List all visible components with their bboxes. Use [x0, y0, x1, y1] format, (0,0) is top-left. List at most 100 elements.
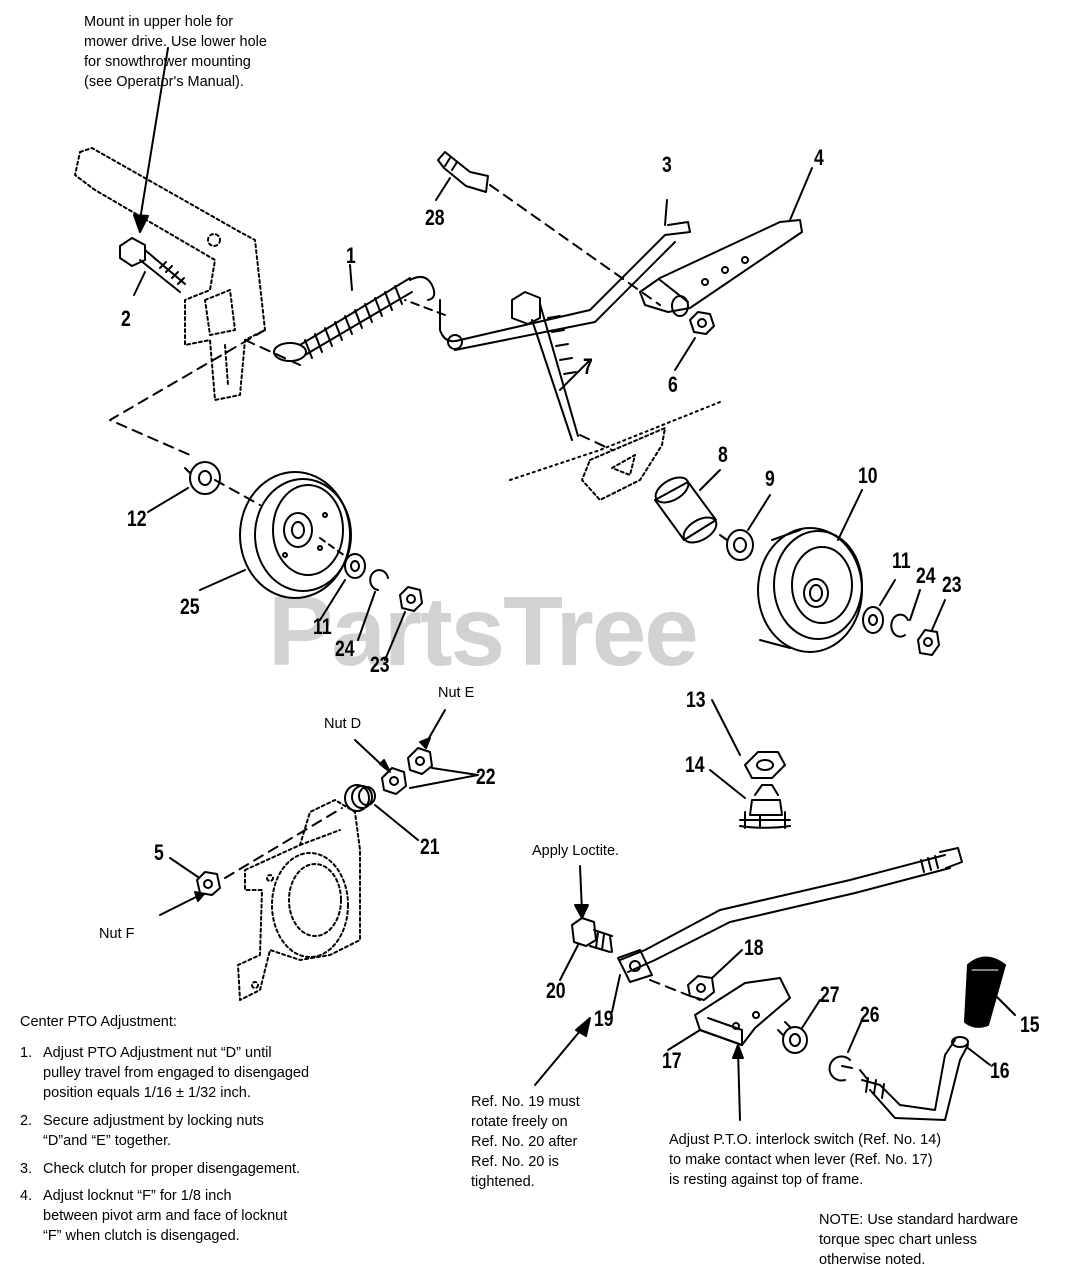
nut-d: [381, 767, 407, 795]
adjustment-step-3: 3. Check clutch for proper disengagement…: [20, 1159, 380, 1179]
leader-8: [699, 469, 721, 491]
part-number-18: 18: [744, 935, 764, 960]
part-number-8: 8: [718, 442, 728, 467]
leader-10: [837, 489, 863, 541]
part-number-12: 12: [127, 506, 147, 531]
step-number: 1.: [20, 1045, 33, 1061]
part-number-6: 6: [668, 372, 678, 397]
bushing-27: [777, 1021, 808, 1054]
leader-3: [664, 199, 668, 226]
leader-1: [349, 264, 353, 291]
part-number-25: 25: [180, 594, 200, 619]
rod-19: [617, 847, 963, 983]
nut-f-label: Nut F: [99, 926, 135, 942]
nut-23-left: [399, 586, 423, 612]
rod-3: [439, 221, 691, 351]
knob-15: [964, 956, 1006, 1028]
nut-13: [744, 751, 786, 779]
mount-note: Mount in upper hole for mower drive. Use…: [84, 14, 267, 90]
spring-1: [273, 275, 436, 362]
step-text: Check clutch for proper disengagement.: [43, 1161, 301, 1177]
lockwasher-24-right: [890, 613, 909, 638]
part-number-22: 22: [476, 764, 496, 789]
watermark: PartsTree: [268, 576, 699, 686]
adjustment-step-1: 1. Adjust PTO Adjustment nut “D” until p…: [20, 1043, 380, 1103]
part-number-9: 9: [765, 466, 775, 491]
part-number-20: 20: [546, 978, 566, 1003]
part-number-28: 28: [425, 205, 445, 230]
leader-7: [559, 359, 591, 391]
clip-26: [828, 1055, 853, 1082]
leader-ref19: [534, 1024, 586, 1086]
part-number-24-left: 24: [335, 636, 355, 661]
leader-20: [559, 944, 579, 981]
leader-22: [409, 767, 479, 789]
leader-28: [435, 177, 451, 201]
bolt-2: [119, 237, 186, 293]
leader-13: [711, 699, 741, 756]
bolt-7: [511, 291, 579, 441]
step-text: Adjust locknut “F” for 1/8 inch between …: [43, 1188, 288, 1244]
part-number-16: 16: [990, 1058, 1010, 1083]
part-number-11-left: 11: [313, 614, 332, 639]
washer-11-left: [344, 553, 366, 579]
pivot-bracket: [74, 147, 266, 401]
part-number-5: 5: [154, 840, 164, 865]
leader-14: [709, 769, 746, 799]
step-number: 4.: [20, 1188, 33, 1204]
part-number-23-right: 23: [942, 572, 962, 597]
spacer-8: [654, 476, 718, 544]
dash-bracket-pulley: [109, 329, 266, 456]
nut-6: [689, 311, 715, 335]
adjustment-title: Center PTO Adjustment:: [20, 1014, 177, 1030]
bolt-20: [571, 917, 613, 953]
shift-rod-16: [859, 1036, 969, 1121]
part-number-2: 2: [121, 306, 131, 331]
washer-11-right: [862, 606, 884, 634]
part-number-10: 10: [858, 463, 878, 488]
interlock-note: Adjust P.T.O. interlock switch (Ref. No.…: [669, 1132, 942, 1188]
part-number-4: 4: [814, 145, 824, 170]
leader-9: [747, 494, 771, 531]
frame-edge: [509, 401, 721, 481]
lever-17: [694, 977, 791, 1046]
leader-interlock: [737, 1049, 741, 1121]
apply-loctite-label: Apply Loctite.: [532, 843, 620, 859]
leader-5: [169, 857, 199, 878]
part-number-26: 26: [860, 1002, 880, 1027]
bushing-9: [719, 529, 754, 561]
switch-14: [739, 784, 791, 829]
spring-washer-21: [344, 784, 376, 812]
step-number: 3.: [20, 1161, 33, 1177]
part-number-14: 14: [685, 752, 705, 777]
lockwasher-24-left: [369, 569, 389, 591]
part-number-11-right: 11: [892, 548, 911, 573]
nut-23-right: [917, 629, 940, 656]
dash-housing: [224, 807, 343, 879]
lever-4: [639, 219, 803, 317]
leader-19: [611, 974, 621, 1013]
leader-16: [967, 1047, 991, 1066]
nut-d-label: Nut D: [324, 716, 362, 732]
bushing-12: [184, 461, 221, 495]
dash-28: [489, 184, 661, 306]
leader-21: [374, 804, 419, 841]
nut-18: [687, 975, 715, 1001]
clutch-housing: [237, 799, 361, 1001]
leader-2b: [133, 271, 146, 296]
pulley-10: [757, 527, 863, 653]
leader-nut-f: [159, 894, 201, 916]
part-number-24-right: 24: [916, 563, 936, 588]
part-number-15: 15: [1020, 1012, 1040, 1037]
leader-18: [711, 949, 743, 979]
adjustment-step-2: 2. Secure adjustment by locking nuts “D”…: [20, 1111, 380, 1151]
step-text: Secure adjustment by locking nuts “D”and…: [43, 1113, 264, 1149]
part-number-17: 17: [662, 1048, 682, 1073]
part-number-27: 27: [820, 982, 840, 1007]
nut-e: [407, 747, 433, 775]
leader-25: [199, 569, 246, 591]
pulley-25: [239, 471, 352, 599]
step-number: 2.: [20, 1113, 33, 1129]
